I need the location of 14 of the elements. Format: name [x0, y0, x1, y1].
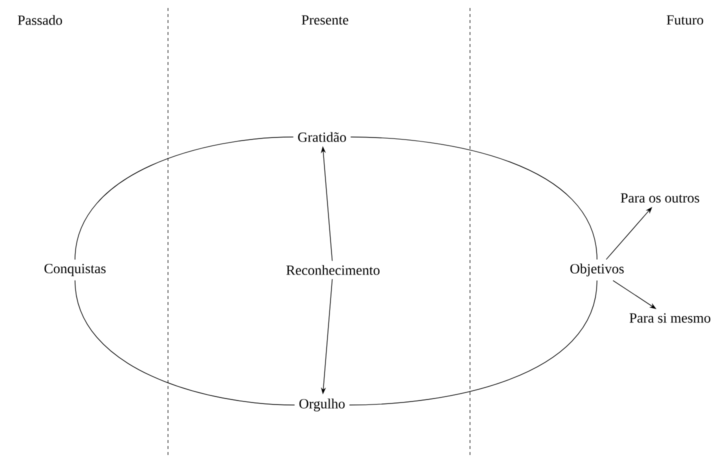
ellipse-arc: [74, 136, 294, 260]
column-heading: Presente: [302, 15, 348, 25]
node-label: Para os outros: [620, 193, 700, 203]
node-label: Reconhecimento: [286, 265, 380, 275]
node-label: Gratidão: [298, 132, 346, 142]
ellipse-arc: [349, 280, 598, 406]
column-heading: Futuro: [666, 15, 704, 25]
column-heading: Passado: [18, 15, 62, 25]
node-label: Conquistas: [44, 264, 106, 276]
ellipse-arc: [350, 136, 598, 260]
node-label: Objetivos: [570, 264, 624, 276]
node-label: Orgulho: [299, 398, 345, 412]
ellipse-arc: [74, 280, 295, 406]
node-label: Para si mesmo: [630, 313, 710, 323]
